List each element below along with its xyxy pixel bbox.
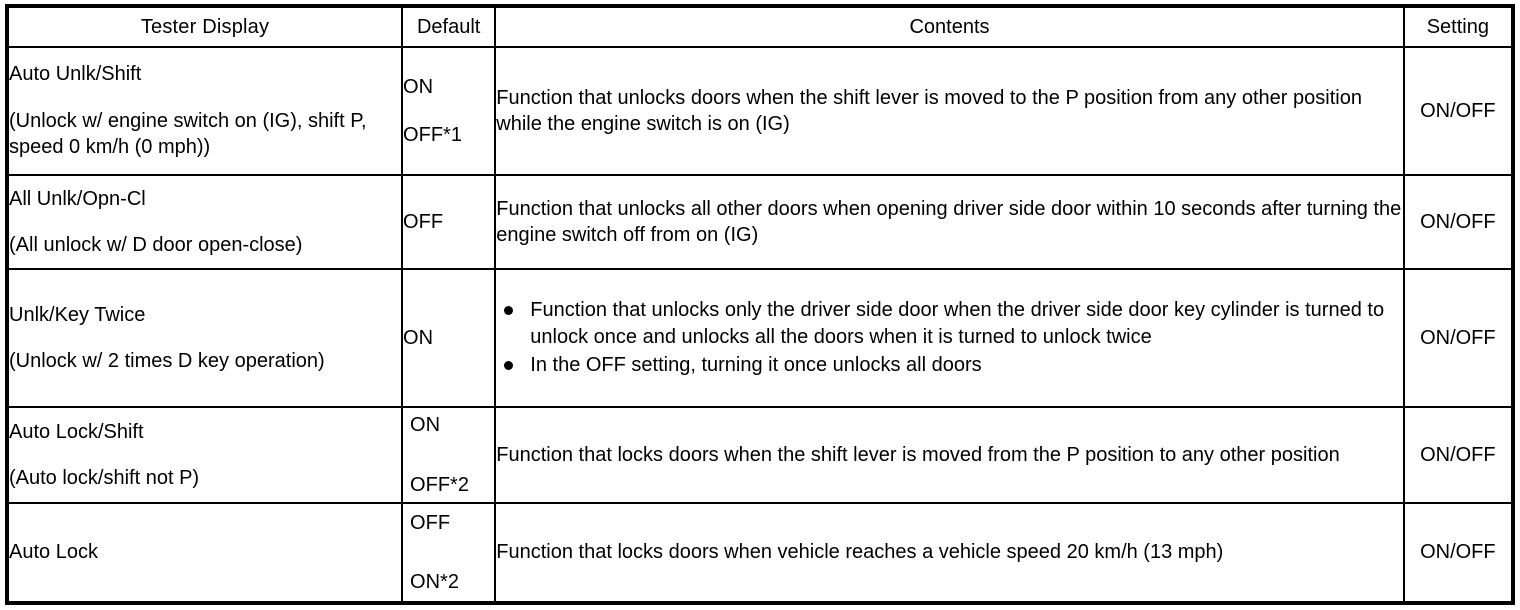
cell-setting: ON/OFF: [1402, 406, 1515, 504]
default-value-stack: ON OFF*2: [410, 412, 487, 498]
tester-alias: (Unlock w/ 2 times D key operation): [9, 350, 325, 372]
cell-default: OFF: [401, 174, 497, 270]
cell-default: ON: [401, 268, 497, 408]
cell-default: ON OFF*1: [401, 46, 497, 176]
cell-tester-display: Unlk/Key Twice (Unlock w/ 2 times D key …: [5, 268, 404, 408]
default-secondary-value: OFF*1: [403, 124, 462, 146]
table-row: Unlk/Key Twice (Unlock w/ 2 times D key …: [5, 268, 1515, 408]
contents-text: Function that unlocks only the driver si…: [530, 299, 1385, 348]
default-primary-value: ON: [403, 75, 434, 98]
cell-tester-display: Auto Lock/Shift (Auto lock/shift not P): [5, 406, 404, 504]
door-lock-settings-table: Tester Display Default Contents Setting …: [5, 4, 1515, 605]
cell-setting: ON/OFF: [1402, 268, 1515, 408]
cell-contents: Function that unlocks doors when the shi…: [494, 46, 1405, 176]
default-primary-value: OFF: [403, 210, 444, 233]
table-row: All Unlk/Opn-Cl (All unlock w/ D door op…: [5, 174, 1515, 270]
tester-alias: (All unlock w/ D door open-close): [9, 234, 303, 256]
contents-text: In the OFF setting, turning it once unlo…: [530, 354, 982, 377]
contents-text: Function that unlocks doors when the shi…: [496, 86, 1362, 135]
tester-alias: (Unlock w/ engine switch on (IG), shift …: [9, 109, 367, 159]
default-secondary-value: OFF*2: [410, 473, 469, 496]
cell-contents: Function that unlocks only the driver si…: [494, 268, 1405, 408]
cell-default: OFF ON*2: [401, 502, 497, 604]
default-secondary-value: ON*2: [410, 571, 459, 594]
cell-contents: Function that locks doors when vehicle r…: [494, 502, 1405, 604]
table-body: Auto Unlk/Shift (Unlock w/ engine switch…: [5, 46, 1515, 604]
cell-contents: Function that unlocks all other doors wh…: [494, 174, 1405, 270]
header-row: Tester Display Default Contents Setting: [5, 5, 1515, 48]
contents-text: Function that unlocks all other doors wh…: [496, 197, 1402, 246]
tester-name: Auto Lock/Shift: [9, 420, 144, 443]
column-header-default: Default: [401, 5, 497, 48]
bullet-icon: [504, 360, 514, 370]
tester-alias: (Auto lock/shift not P): [9, 467, 200, 489]
default-primary-value: ON: [403, 326, 434, 349]
contents-bullet-item: In the OFF setting, turning it once unlo…: [496, 352, 1402, 378]
table-row: Auto Lock/Shift (Auto lock/shift not P) …: [5, 406, 1515, 504]
contents-bullet-item: Function that unlocks only the driver si…: [496, 297, 1402, 350]
table-row: Auto Unlk/Shift (Unlock w/ engine switch…: [5, 46, 1515, 176]
cell-default: ON OFF*2: [401, 406, 497, 504]
cell-contents: Function that locks doors when the shift…: [494, 406, 1405, 504]
table-row: Auto Lock OFF ON*2 Function that locks d…: [5, 502, 1515, 604]
column-header-contents: Contents: [494, 5, 1405, 48]
column-header-tester-display: Tester Display: [5, 5, 404, 48]
default-primary-value: OFF: [410, 511, 451, 534]
cell-tester-display: Auto Unlk/Shift (Unlock w/ engine switch…: [5, 46, 404, 176]
contents-bullet-list: Function that unlocks only the driver si…: [496, 297, 1402, 378]
column-header-setting: Setting: [1402, 5, 1515, 48]
cell-tester-display: Auto Lock: [5, 502, 404, 604]
tester-name: All Unlk/Opn-Cl: [9, 187, 146, 210]
contents-text: Function that locks doors when vehicle r…: [496, 541, 1224, 564]
default-primary-value: ON: [410, 414, 441, 436]
cell-setting: ON/OFF: [1402, 46, 1515, 176]
tester-name: Auto Lock: [9, 541, 98, 564]
cell-setting: ON/OFF: [1402, 502, 1515, 604]
bullet-icon: [504, 305, 514, 315]
cell-setting: ON/OFF: [1402, 174, 1515, 270]
default-value-stack: OFF ON*2: [410, 510, 487, 596]
contents-text: Function that locks doors when the shift…: [496, 443, 1340, 466]
tester-name: Auto Unlk/Shift: [9, 63, 142, 86]
tester-name: Unlk/Key Twice: [9, 303, 146, 326]
cell-tester-display: All Unlk/Opn-Cl (All unlock w/ D door op…: [5, 174, 404, 270]
table-header: Tester Display Default Contents Setting: [5, 5, 1515, 48]
